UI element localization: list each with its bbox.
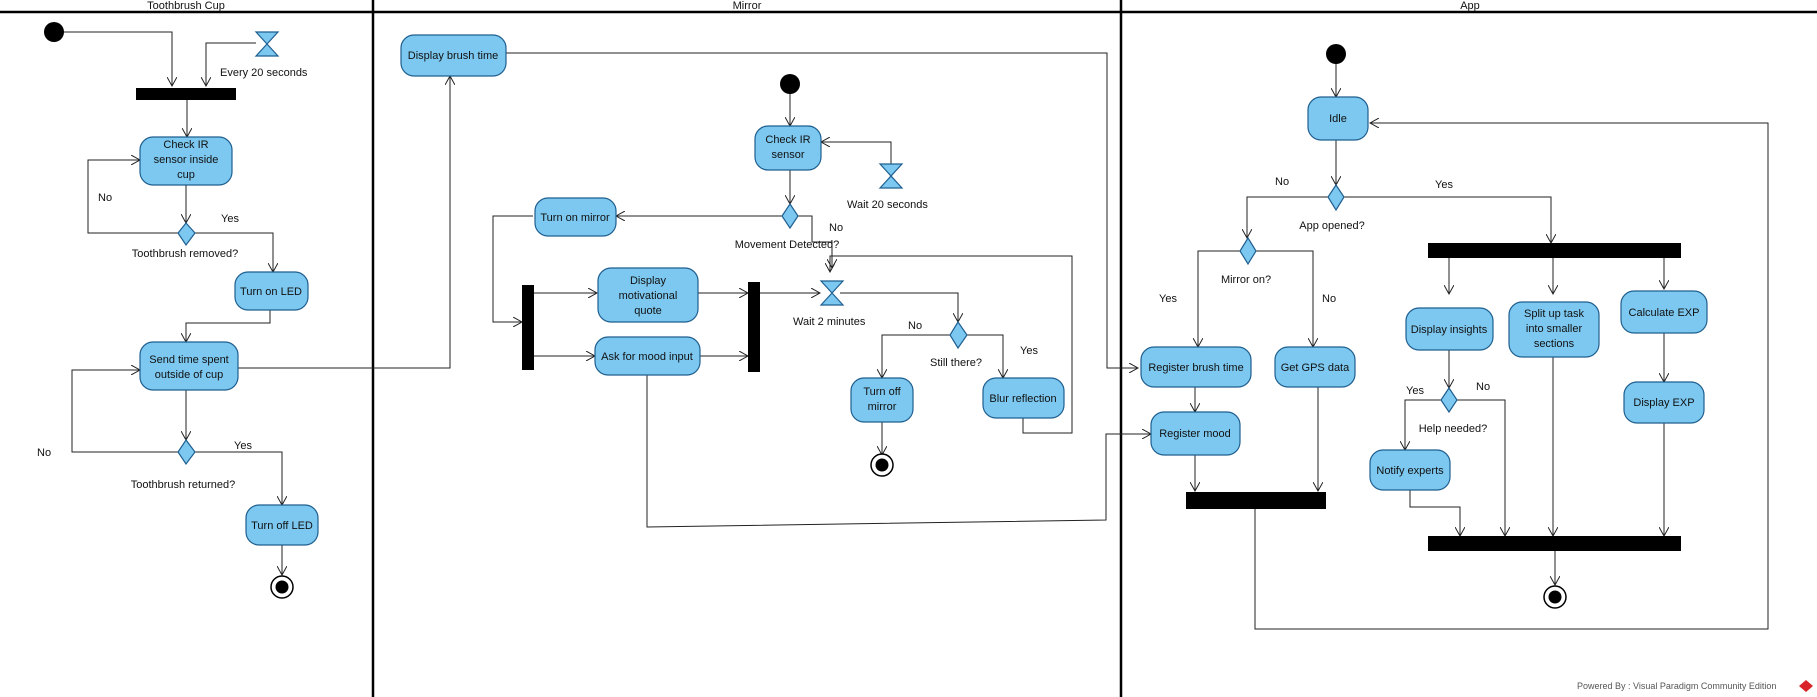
label-no-app-opened: No <box>1275 176 1289 188</box>
join-bar-mirror <box>748 282 760 372</box>
label-yes-removed: Yes <box>221 213 239 225</box>
lane-title-mirror: Mirror <box>733 0 762 12</box>
initial-node-cup <box>44 22 64 42</box>
decision-movement-detected <box>781 202 799 230</box>
lane-title-toothbrush-cup: Toothbrush Cup <box>147 0 225 12</box>
label-app-opened: App opened? <box>1299 220 1364 232</box>
svg-text:Turn on LED: Turn on LED <box>240 286 302 298</box>
svg-text:Notify experts: Notify experts <box>1376 465 1444 477</box>
join-bar-app-right <box>1428 536 1681 551</box>
fork-bar-mirror <box>522 285 534 370</box>
svg-text:Display EXP: Display EXP <box>1633 397 1694 409</box>
svg-text:Display brush time: Display brush time <box>408 50 498 62</box>
decision-toothbrush-returned <box>177 438 196 466</box>
hourglass-icon-wait-2 <box>819 280 845 306</box>
activity-ask-mood: Ask for mood input <box>594 336 701 376</box>
label-wait-20-seconds: Wait 20 seconds <box>847 199 928 211</box>
activity-get-gps-data: Get GPS data <box>1274 346 1356 388</box>
label-help-needed: Help needed? <box>1419 423 1488 435</box>
label-wait-2-minutes: Wait 2 minutes <box>793 316 866 328</box>
hourglass-icon-every-20 <box>254 31 280 57</box>
activity-register-brush-time: Register brush time <box>1140 346 1252 388</box>
edge-labels: Every 20 seconds No Yes Toothbrush remov… <box>37 67 1813 692</box>
lane-title-app: App <box>1460 0 1480 12</box>
activity-register-mood: Register mood <box>1150 411 1241 456</box>
label-no-removed: No <box>98 192 112 204</box>
label-yes-returned: Yes <box>234 440 252 452</box>
svg-text:Calculate EXP: Calculate EXP <box>1629 307 1700 319</box>
activity-notify-experts: Notify experts <box>1369 449 1451 491</box>
final-node-mirror <box>870 453 894 477</box>
decision-toothbrush-removed <box>177 222 196 247</box>
activity-display-insights: Display insights <box>1405 307 1494 351</box>
final-node-app <box>1543 585 1567 609</box>
label-yes-app-opened: Yes <box>1435 179 1453 191</box>
activity-turn-on-mirror: Turn on mirror <box>534 197 617 237</box>
activity-turn-off-led: Turn off LED <box>245 504 319 546</box>
activity-display-exp: Display EXP <box>1623 381 1705 424</box>
initial-node-app <box>1326 44 1346 64</box>
fork-bar-cup <box>136 88 236 100</box>
label-yes-still-there: Yes <box>1020 345 1038 357</box>
svg-text:Blur reflection: Blur reflection <box>989 393 1056 405</box>
svg-text:Display insights: Display insights <box>1411 324 1488 336</box>
svg-text:Get GPS data: Get GPS data <box>1281 362 1350 374</box>
label-no-help: No <box>1476 381 1490 393</box>
svg-text:Idle: Idle <box>1329 113 1347 125</box>
flow-edges <box>54 31 1769 630</box>
label-no-mirror-on: No <box>1322 293 1336 305</box>
label-movement-detected: Movement Detected? <box>735 239 840 251</box>
visual-paradigm-logo-icon <box>1799 680 1813 692</box>
label-mirror-on: Mirror on? <box>1221 274 1271 286</box>
join-bar-app-left <box>1186 492 1326 509</box>
decision-still-there <box>949 320 968 350</box>
fork-bar-app <box>1428 243 1681 258</box>
label-no-movement: No <box>829 222 843 234</box>
svg-text:Ask for mood input: Ask for mood input <box>601 351 693 363</box>
label-toothbrush-returned: Toothbrush returned? <box>131 479 236 491</box>
decision-app-opened <box>1327 183 1345 212</box>
label-yes-help: Yes <box>1406 385 1424 397</box>
activity-blur-reflection: Blur reflection <box>982 377 1065 419</box>
label-still-there: Still there? <box>930 357 982 369</box>
final-node-cup <box>270 575 294 599</box>
svg-text:Turn off LED: Turn off LED <box>251 520 313 532</box>
activity-calculate-exp: Calculate EXP <box>1620 290 1708 334</box>
label-toothbrush-removed: Toothbrush removed? <box>132 248 238 260</box>
label-every-20-seconds: Every 20 seconds <box>220 67 308 79</box>
activity-display-brush-time: Display brush time <box>400 34 507 77</box>
footer-powered-by: Powered By : Visual Paradigm Community E… <box>1577 681 1776 691</box>
decision-mirror-on <box>1239 236 1257 266</box>
label-no-returned: No <box>37 447 51 459</box>
label-no-still-there: No <box>908 320 922 332</box>
svg-text:Turn on mirror: Turn on mirror <box>540 212 610 224</box>
activity-idle: Idle <box>1307 96 1369 141</box>
hourglass-icon-wait-20 <box>878 163 904 189</box>
svg-text:Register brush time: Register brush time <box>1148 362 1243 374</box>
initial-node-mirror <box>780 74 800 94</box>
activity-turn-on-led: Turn on LED <box>234 271 309 311</box>
svg-text:Register mood: Register mood <box>1159 428 1231 440</box>
label-yes-mirror-on: Yes <box>1159 293 1177 305</box>
decision-help-needed <box>1440 386 1458 414</box>
